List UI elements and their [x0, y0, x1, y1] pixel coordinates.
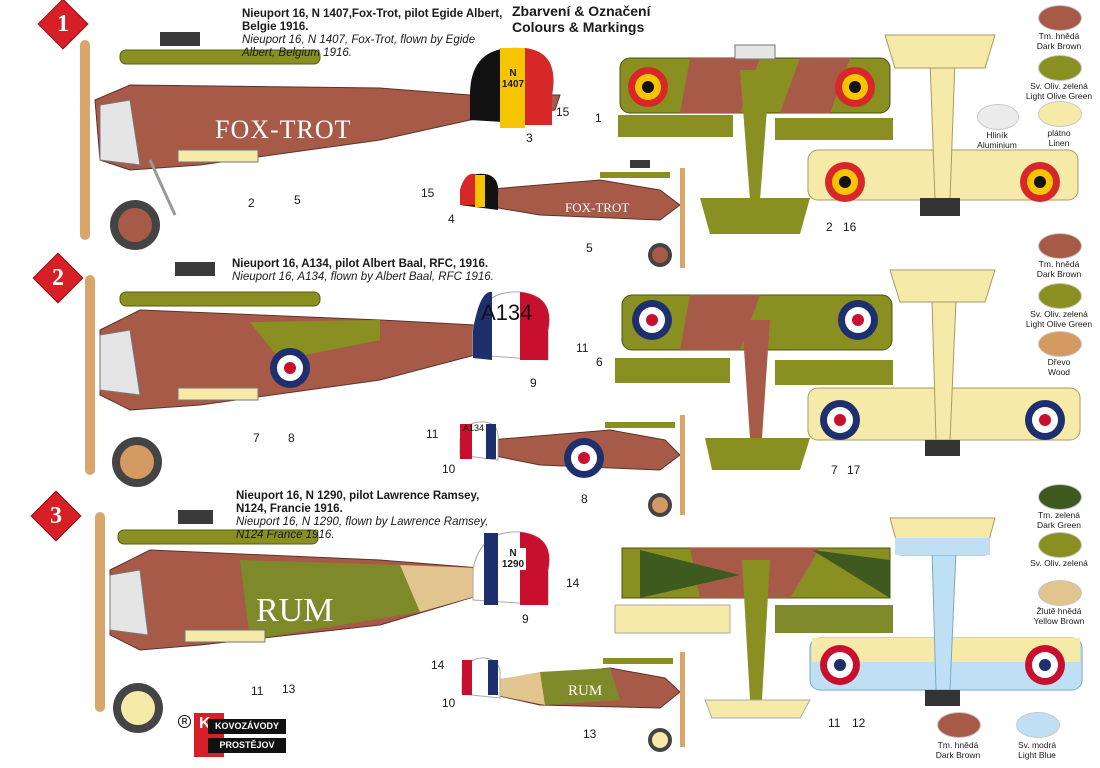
swatch-light-olive	[1038, 532, 1082, 558]
swatch-aluminium	[977, 104, 1019, 130]
swatch-light-olive	[1038, 283, 1082, 309]
callout: 4	[448, 212, 455, 226]
underside-view-3	[809, 517, 1083, 706]
callout: 8	[581, 492, 588, 506]
callout: 15	[421, 186, 435, 200]
callout: 5	[294, 193, 301, 207]
callout: 7	[253, 431, 260, 445]
side-view-2-small	[459, 415, 685, 517]
side-view-2	[85, 262, 550, 487]
callout: 14	[566, 576, 580, 590]
swatch-yellow-brown	[1038, 580, 1082, 606]
registered-mark: R	[178, 715, 191, 728]
callout: 13	[282, 682, 296, 696]
callout: 14	[431, 658, 445, 672]
rudder-text-2-small: A134	[463, 423, 485, 433]
callout: 11	[251, 684, 264, 698]
rum-text: RUM	[256, 592, 334, 629]
logo-line-2: PROSTĚJOV	[208, 738, 286, 753]
callout: 7	[831, 463, 838, 477]
caption-1: Nieuport 16, N 1407,Fox-Trot, pilot Egid…	[242, 8, 503, 59]
callout: 16	[843, 220, 857, 234]
callout: 2	[248, 196, 255, 210]
swatch-dark-green	[1038, 484, 1082, 510]
fox-trot-text: FOX-TROT	[215, 115, 352, 144]
top-view-3	[614, 547, 893, 719]
swatch-label: Sv. Oliv. zelená	[1030, 558, 1088, 568]
swatch-dark-brown	[937, 712, 981, 738]
callout: 10	[442, 696, 456, 710]
kovozavody-logo: R K KOVOZÁVODY PROSTĚJOV	[178, 713, 298, 757]
title-cz: Zbarvení & Označení	[512, 3, 651, 19]
rudder-text-3: N 1290	[500, 548, 526, 570]
callout: 11	[426, 427, 439, 441]
callout: 11	[576, 341, 589, 355]
callout: 1	[595, 111, 602, 125]
callout: 13	[583, 727, 597, 741]
callout: 6	[596, 355, 603, 369]
side-view-3-small	[461, 652, 685, 752]
side-view-1	[80, 32, 561, 250]
side-view-1-small	[460, 160, 685, 268]
callout: 3	[526, 131, 533, 145]
side-view-3	[95, 510, 550, 733]
callout: 5	[586, 241, 593, 255]
caption-3: Nieuport 16, N 1290, pilot Lawrence Rams…	[236, 490, 489, 541]
swatch-wood	[1038, 331, 1082, 357]
rudder-text-1: N 1407	[501, 68, 525, 90]
callout: 9	[530, 376, 537, 390]
swatch-linen	[1038, 101, 1082, 127]
callout: 11	[828, 716, 841, 730]
swatch-dark-brown	[1038, 5, 1082, 31]
swatch-dark-brown	[1038, 233, 1082, 259]
rum-text-small: RUM	[568, 683, 603, 699]
fox-trot-text-small: FOX-TROT	[565, 200, 630, 215]
callout: 17	[847, 463, 861, 477]
caption-2: Nieuport 16, A134, pilot Albert Baal, RF…	[232, 258, 494, 283]
callout: 8	[288, 431, 295, 445]
underside-view-1	[807, 34, 1079, 216]
top-view-1	[618, 44, 893, 234]
title-en: Colours & Markings	[512, 19, 645, 35]
callout: 2	[826, 220, 833, 234]
callout: 10	[442, 462, 456, 476]
callout: 12	[852, 716, 866, 730]
top-view-2	[615, 294, 893, 470]
swatch-light-blue	[1016, 712, 1060, 738]
underside-view-2	[807, 269, 1081, 456]
swatch-light-olive	[1038, 55, 1082, 81]
rudder-text-2: A134	[481, 300, 533, 325]
logo-line-1: KOVOZÁVODY	[208, 719, 286, 734]
callout: 15	[556, 105, 570, 119]
callout: 9	[522, 612, 529, 626]
